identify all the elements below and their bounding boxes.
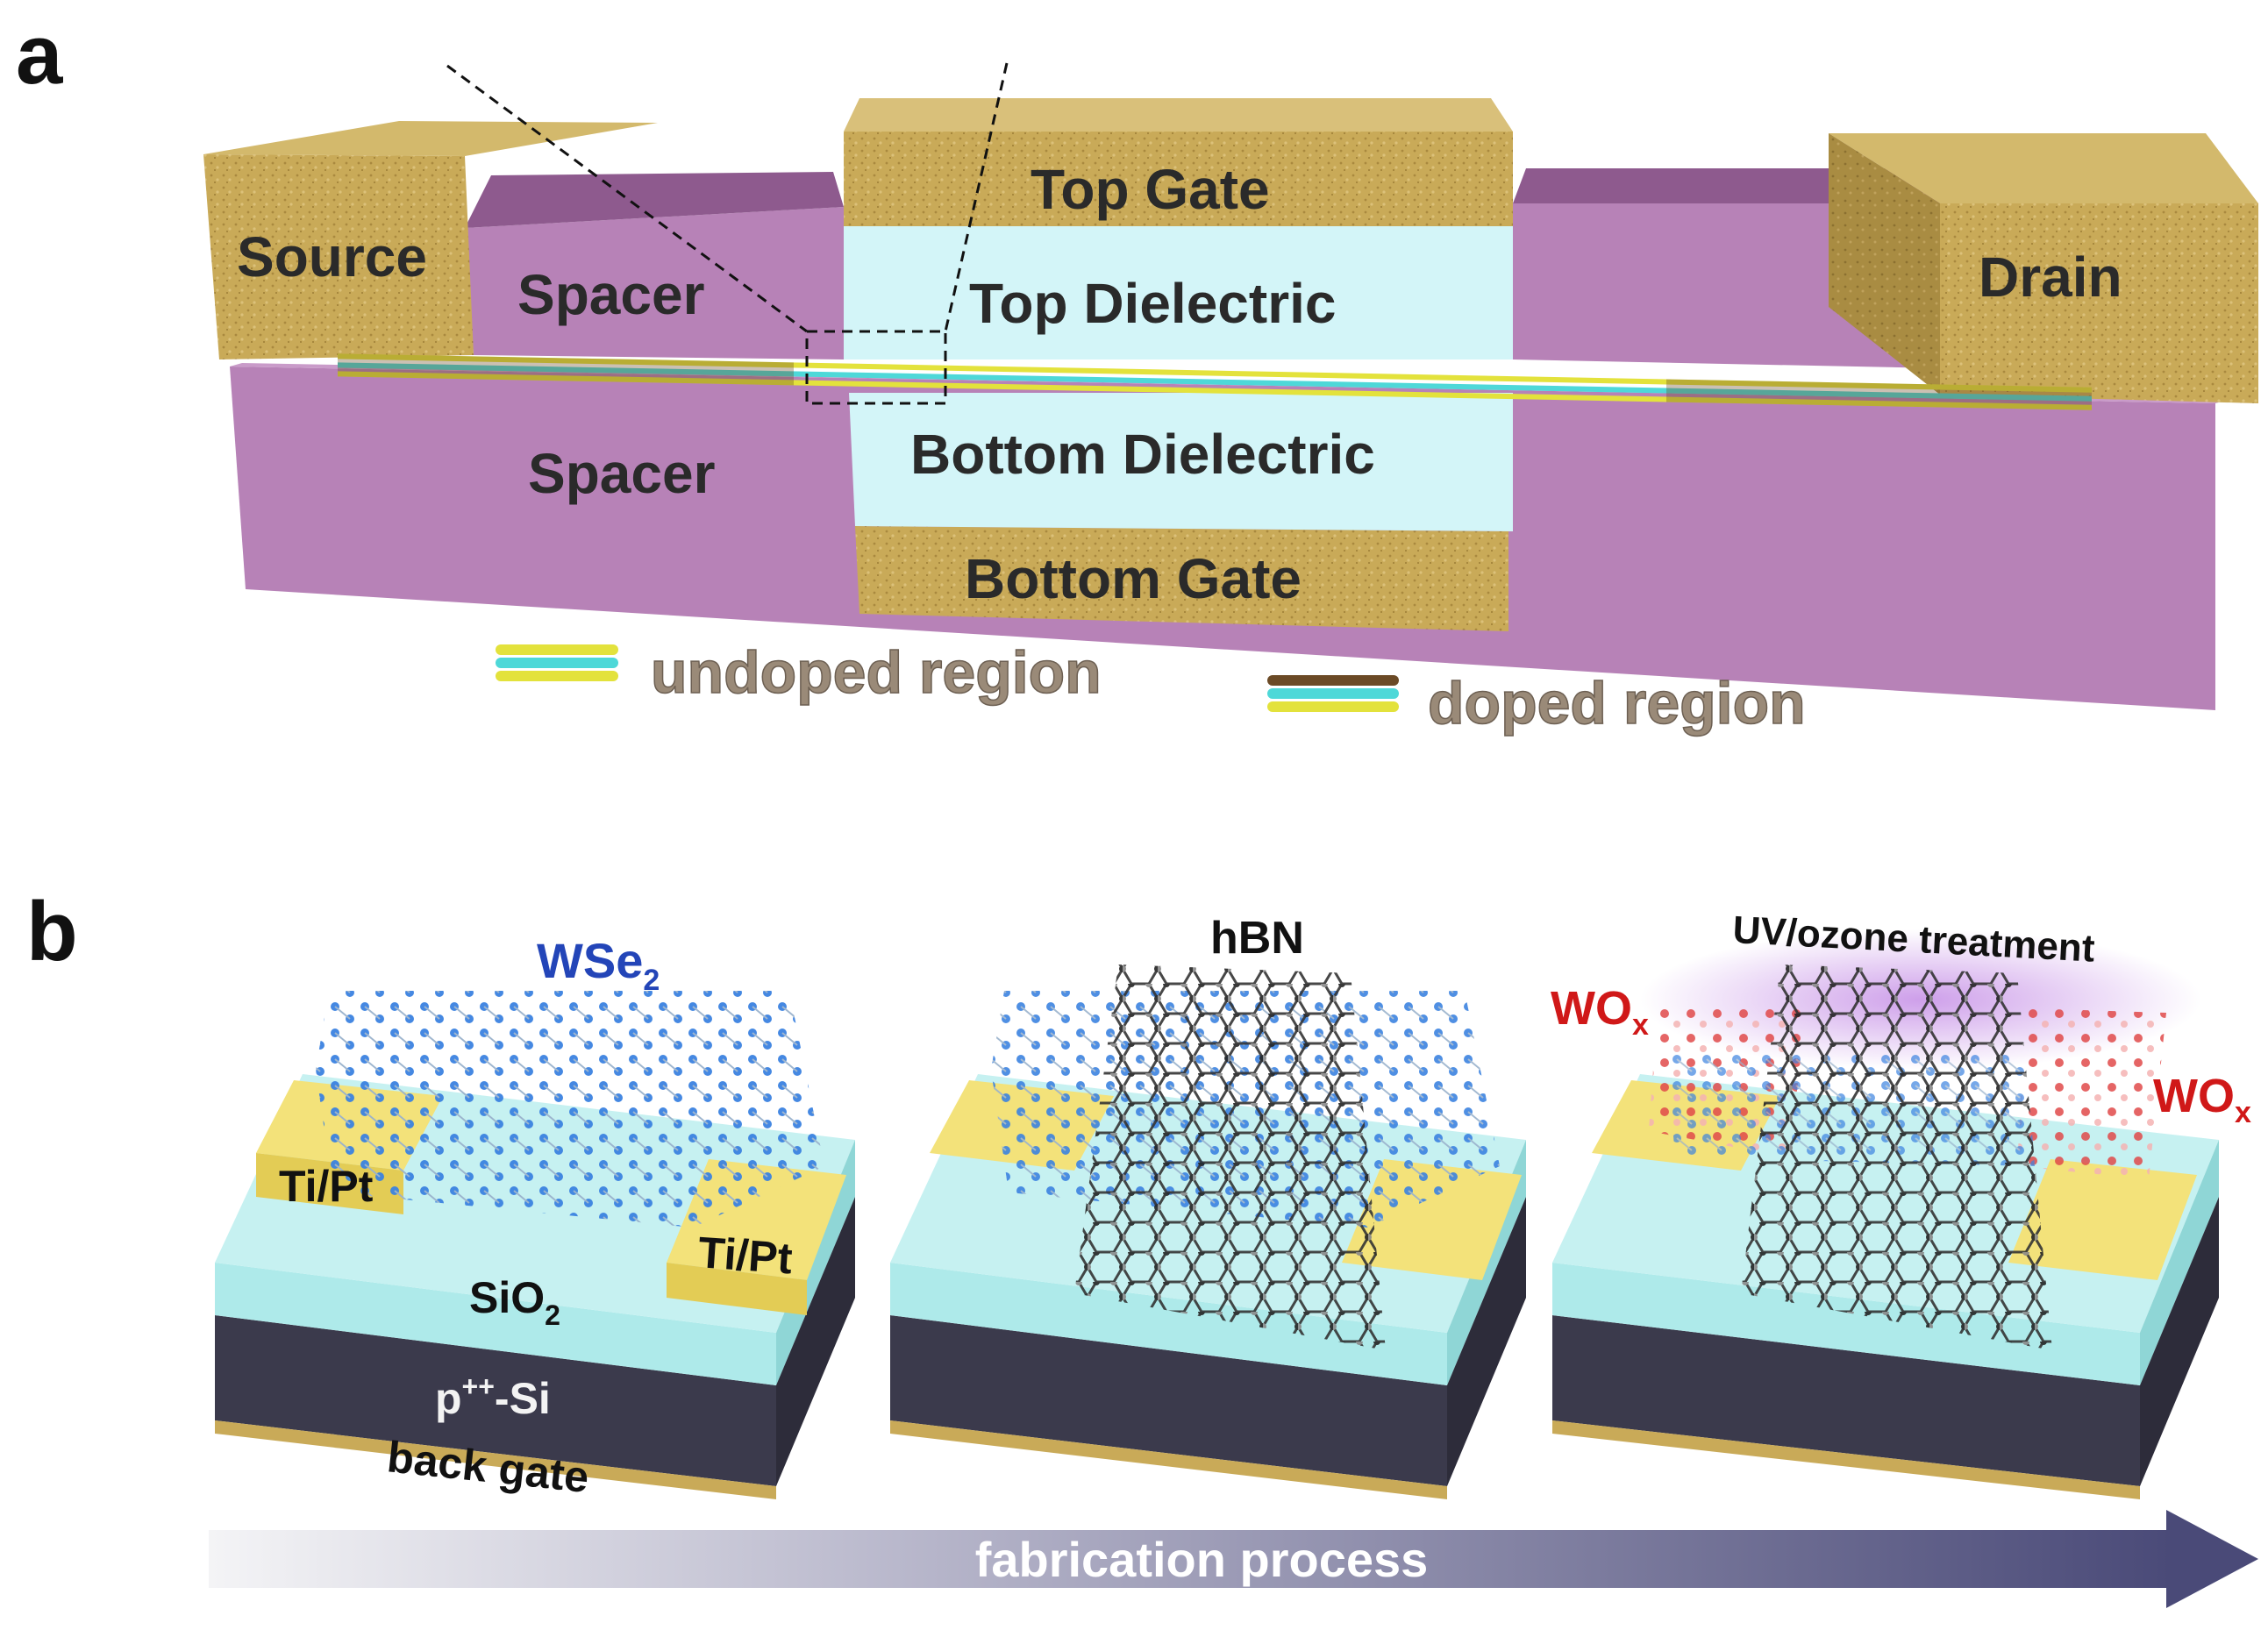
wox-left-text: WO <box>1551 982 1632 1035</box>
top-dielectric-label: Top Dielectric <box>969 272 1336 335</box>
fabrication-arrow-label: fabrication process <box>975 1532 1429 1587</box>
wse2-flake <box>316 991 824 1228</box>
legend-doped-label: doped region <box>1428 670 1806 737</box>
zoom-line-left <box>446 64 808 333</box>
spacer-top-label: Spacer <box>517 263 704 326</box>
source-label: Source <box>237 225 427 288</box>
wse2-text: WSe <box>537 933 643 988</box>
bottom-dielectric-block <box>849 393 1513 531</box>
channel-atom-strip <box>338 353 2092 410</box>
device-step-3 <box>1552 929 2219 1499</box>
substrate-label: p++-Si <box>435 1370 551 1423</box>
contact-right-label: Ti/Pt <box>696 1228 794 1283</box>
substrate-p: p <box>435 1374 462 1423</box>
panel-letter-b: b <box>26 885 78 979</box>
spacer-bottom-label: Spacer <box>528 442 715 505</box>
substrate-sup: ++ <box>462 1370 495 1402</box>
wox-left-label: WOx <box>1551 982 1649 1042</box>
sio2-sub: 2 <box>545 1299 560 1331</box>
legend-undoped-swatch <box>496 644 618 681</box>
wox-right-label: WOx <box>2153 1070 2251 1129</box>
zoom-indicator <box>446 62 1009 405</box>
fabrication-arrow <box>209 1510 2258 1608</box>
hbn-label: hBN <box>1210 913 1304 964</box>
source-block <box>203 121 658 359</box>
sio2-text: SiO <box>469 1273 545 1322</box>
top-dielectric-block <box>844 226 1513 359</box>
legend-undoped-label: undoped region <box>651 639 1102 706</box>
wse2-label: WSe2 <box>537 933 660 997</box>
top-gate-block <box>844 98 1513 226</box>
bottom-gate-label: Bottom Gate <box>965 547 1302 610</box>
contact-left-label: Ti/Pt <box>279 1162 374 1211</box>
top-spacer-left <box>465 172 844 359</box>
panel-letter-a: a <box>16 8 63 102</box>
top-gate-label: Top Gate <box>1031 158 1270 221</box>
wox-right-text: WO <box>2153 1070 2235 1122</box>
substrate-suffix: -Si <box>495 1374 551 1423</box>
bottom-gate-block <box>855 526 1508 631</box>
drain-label: Drain <box>1979 246 2122 309</box>
device-step-1 <box>215 991 855 1499</box>
wox-left-sub: x <box>1632 1008 1649 1042</box>
sio2-label: SiO2 <box>469 1273 560 1331</box>
device-step-2 <box>890 964 1526 1499</box>
wox-right <box>2017 1008 2166 1179</box>
zoom-line-right <box>944 62 1009 332</box>
bottom-dielectric-label: Bottom Dielectric <box>910 423 1375 486</box>
legend-doped-swatch <box>1267 675 1399 712</box>
wox-right-sub: x <box>2235 1096 2251 1129</box>
drain-block <box>1829 133 2258 403</box>
hbn-flake-step-3 <box>1741 964 2052 1350</box>
wse2-sub: 2 <box>643 964 660 997</box>
hbn-flake <box>1074 964 1386 1350</box>
